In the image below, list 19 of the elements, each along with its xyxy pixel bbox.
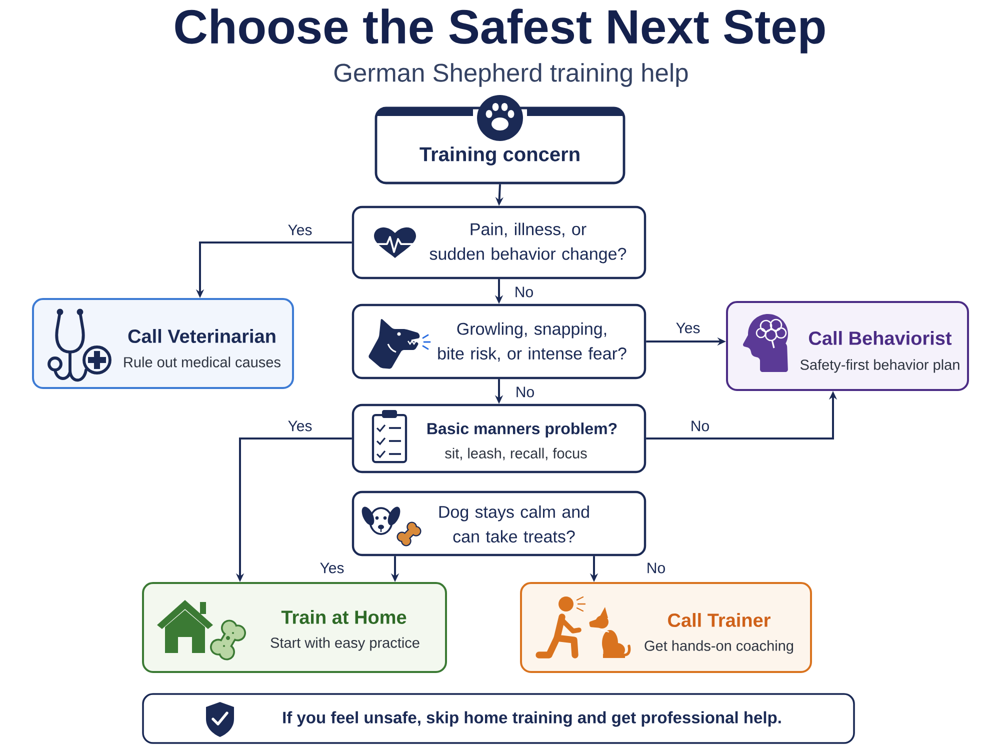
result-box: Call Trainer Get hands-on coaching: [520, 582, 812, 673]
edge-label: No: [644, 560, 668, 576]
decision-box: Pain, illness, or sudden behavior change?: [352, 206, 646, 280]
result-box: Call Behaviorist Safety-first behavior plan: [726, 301, 969, 391]
edge-label: No: [688, 418, 712, 434]
decision-box: Dog stays calm and can take treats?: [352, 490, 646, 556]
edge-label: No: [513, 384, 537, 400]
decision-box: Basic manners problem? sit, leash, recall, focus: [352, 404, 646, 474]
warning-banner: If you feel unsafe, skip home training and get professional help.: [142, 693, 855, 744]
decision-box: Growling, snapping, bite risk, or intense fear?: [352, 304, 646, 380]
edge-label: Yes: [318, 560, 346, 576]
edge-label: Yes: [674, 320, 702, 336]
result-box: Train at Home Start with easy practice: [142, 582, 447, 673]
result-box: Call Veterinarian Rule out medical causes: [32, 298, 294, 389]
title: Choose the Safest Next Step: [175, 8, 825, 54]
start-box: Training concern: [374, 106, 626, 184]
edge-label: Yes: [286, 222, 314, 238]
edge-label: No: [512, 284, 536, 300]
edge-label: Yes: [286, 418, 314, 434]
